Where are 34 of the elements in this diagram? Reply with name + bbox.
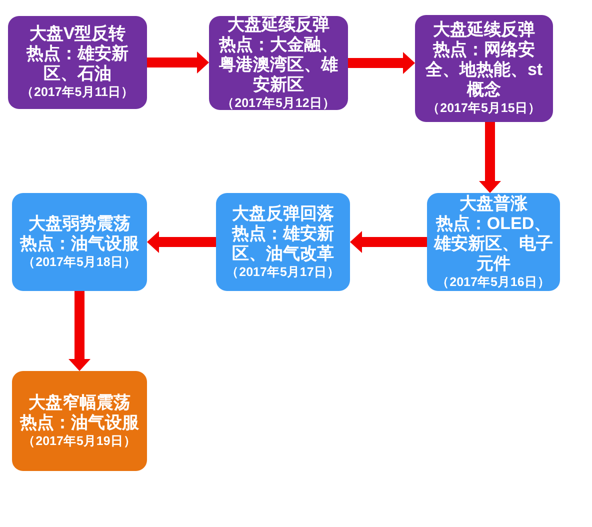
date-text: （2017年5月12日）	[222, 94, 336, 112]
date-text: （2017年5月18日）	[22, 254, 136, 270]
process-box	[8, 16, 147, 109]
arrow	[147, 231, 216, 253]
heading-text: 大盘弱势震荡	[28, 214, 132, 234]
hotspot-text: 热点：油气设服	[20, 234, 140, 254]
date-text: （2017年5月16日）	[436, 274, 550, 290]
process-box	[415, 15, 553, 122]
heading-text: 大盘反弹回落	[231, 204, 335, 224]
heading-text: 大盘普涨	[458, 194, 528, 214]
heading-text: 大盘窄幅震荡	[28, 392, 132, 412]
process-box	[12, 193, 147, 291]
hotspot-text: 热点：雄安新区、石油	[26, 44, 130, 84]
date-text: （2017年5月19日）	[22, 432, 136, 450]
hotspot-text: 热点：油气设服	[20, 412, 140, 432]
process-box	[216, 193, 350, 291]
process-box	[12, 371, 147, 471]
heading-text: 大盘延续反弹	[432, 20, 536, 40]
date-text: （2017年5月15日）	[427, 100, 541, 117]
arrow	[348, 52, 415, 74]
arrow	[479, 122, 501, 193]
heading-text: 大盘V型反转	[28, 24, 127, 44]
process-box	[209, 16, 348, 110]
hotspot-text: 热点：OLED、雄安新区、电子元件	[434, 214, 554, 274]
heading-text: 大盘延续反弹	[226, 14, 330, 34]
hotspot-text: 热点：网络安全、地热能、st概念	[425, 40, 543, 100]
date-text: （2017年5月11日）	[21, 84, 134, 101]
arrow	[68, 291, 90, 371]
hotspot-text: 热点：雄安新区、油气改革	[231, 224, 335, 264]
date-text: （2017年5月17日）	[226, 264, 340, 280]
arrow	[350, 231, 427, 253]
process-box	[427, 193, 560, 291]
hotspot-text: 热点：大金融、粤港澳湾区、雄安新区	[218, 34, 338, 94]
arrow	[147, 52, 209, 74]
